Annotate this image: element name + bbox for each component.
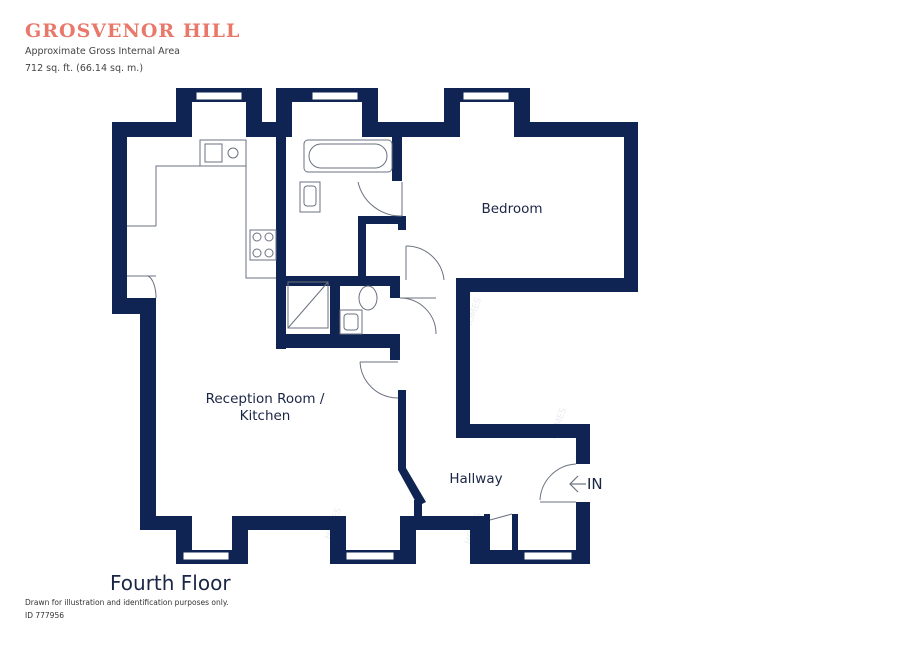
bedroom-label: Bedroom [481, 201, 542, 217]
reception-label-line2: Kitchen [240, 408, 291, 424]
bathroom-fixtures [287, 139, 393, 335]
property-title: GROSVENOR HILL [25, 20, 241, 42]
entrance-label: IN [587, 475, 603, 493]
plan-id: ID 777956 [25, 611, 65, 620]
interior-walls [276, 137, 518, 550]
reception-label-line1: Reception Room / [206, 391, 325, 407]
area-label: Approximate Gross Internal Area [25, 46, 180, 57]
doors [147, 181, 577, 521]
area-value: 712 sq. ft. (66.14 sq. m.) [25, 63, 144, 74]
windows [182, 91, 573, 561]
kitchen-units [127, 139, 277, 279]
floor-label: Fourth Floor [110, 571, 231, 595]
disclaimer: Drawn for illustration and identificatio… [25, 598, 229, 607]
exterior-walls [112, 88, 638, 564]
entrance-arrow-icon [569, 475, 586, 493]
hallway-label: Hallway [449, 471, 502, 487]
